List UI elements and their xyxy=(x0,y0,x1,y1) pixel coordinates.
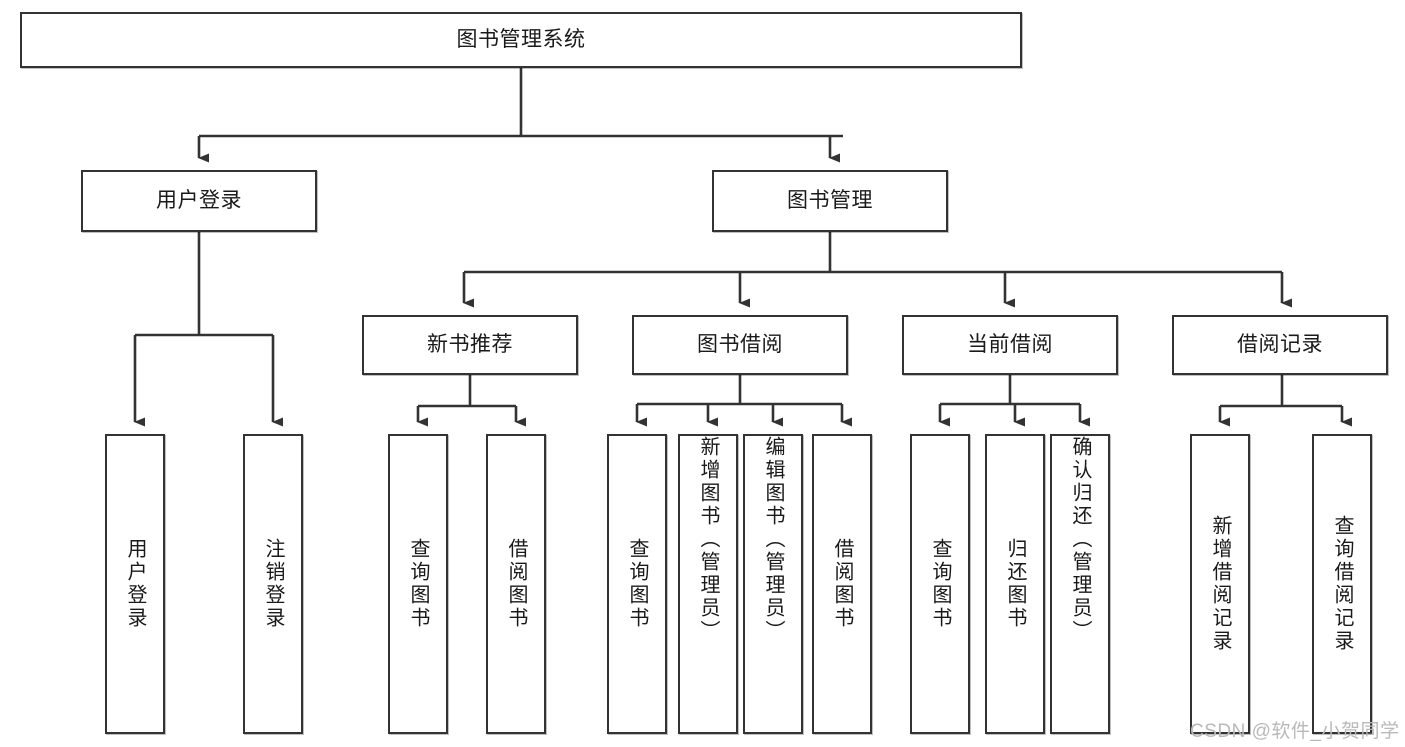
leaf-label: 借阅图书 xyxy=(505,538,527,630)
leaf-label: 查询图书 xyxy=(626,538,648,630)
leaf-label: 新增图书（管理员） xyxy=(697,436,719,643)
leaf-records-query[interactable]: 查询借阅记录 xyxy=(1312,434,1372,734)
leaf-label: 编辑图书（管理员） xyxy=(762,436,784,643)
node-book-borrow-label: 图书借阅 xyxy=(697,332,783,356)
node-borrow-records-label: 借阅记录 xyxy=(1237,332,1323,356)
node-new-book-recommend[interactable]: 新书推荐 xyxy=(362,315,578,375)
leaf-borrow-query[interactable]: 查询图书 xyxy=(607,434,667,734)
leaf-user-login-signin[interactable]: 用户登录 xyxy=(105,434,165,734)
leaf-current-confirm-return-admin[interactable]: 确认归还（管理员） xyxy=(1050,434,1110,734)
leaf-label: 用户登录 xyxy=(124,538,146,630)
node-current-borrow-label: 当前借阅 xyxy=(967,332,1053,356)
node-user-login-label: 用户登录 xyxy=(156,188,242,212)
node-book-management[interactable]: 图书管理 xyxy=(712,170,948,232)
leaf-label: 确认归还（管理员） xyxy=(1069,436,1091,643)
leaf-label: 注销登录 xyxy=(262,538,284,630)
leaf-records-add[interactable]: 新增借阅记录 xyxy=(1190,434,1250,734)
node-user-login[interactable]: 用户登录 xyxy=(81,170,317,232)
leaf-new-book-borrow[interactable]: 借阅图书 xyxy=(486,434,546,734)
leaf-new-book-query[interactable]: 查询图书 xyxy=(388,434,448,734)
leaf-label: 查询图书 xyxy=(407,538,429,630)
leaf-label: 查询借阅记录 xyxy=(1331,515,1353,653)
leaf-borrow-borrow-book[interactable]: 借阅图书 xyxy=(812,434,872,734)
node-root[interactable]: 图书管理系统 xyxy=(20,12,1022,68)
node-root-label: 图书管理系统 xyxy=(456,27,586,51)
leaf-label: 查询图书 xyxy=(929,538,951,630)
node-book-borrow[interactable]: 图书借阅 xyxy=(632,315,848,375)
leaf-borrow-add-book-admin[interactable]: 新增图书（管理员） xyxy=(678,434,738,734)
node-borrow-records[interactable]: 借阅记录 xyxy=(1172,315,1388,375)
leaf-current-return-book[interactable]: 归还图书 xyxy=(985,434,1045,734)
leaf-current-query[interactable]: 查询图书 xyxy=(910,434,970,734)
leaf-label: 归还图书 xyxy=(1004,538,1026,630)
node-book-management-label: 图书管理 xyxy=(787,188,873,212)
leaf-label: 借阅图书 xyxy=(831,538,853,630)
node-current-borrow[interactable]: 当前借阅 xyxy=(902,315,1118,375)
node-new-book-recommend-label: 新书推荐 xyxy=(427,332,513,356)
leaf-borrow-edit-book-admin[interactable]: 编辑图书（管理员） xyxy=(743,434,803,734)
leaf-user-login-signout[interactable]: 注销登录 xyxy=(243,434,303,734)
leaf-label: 新增借阅记录 xyxy=(1209,515,1231,653)
